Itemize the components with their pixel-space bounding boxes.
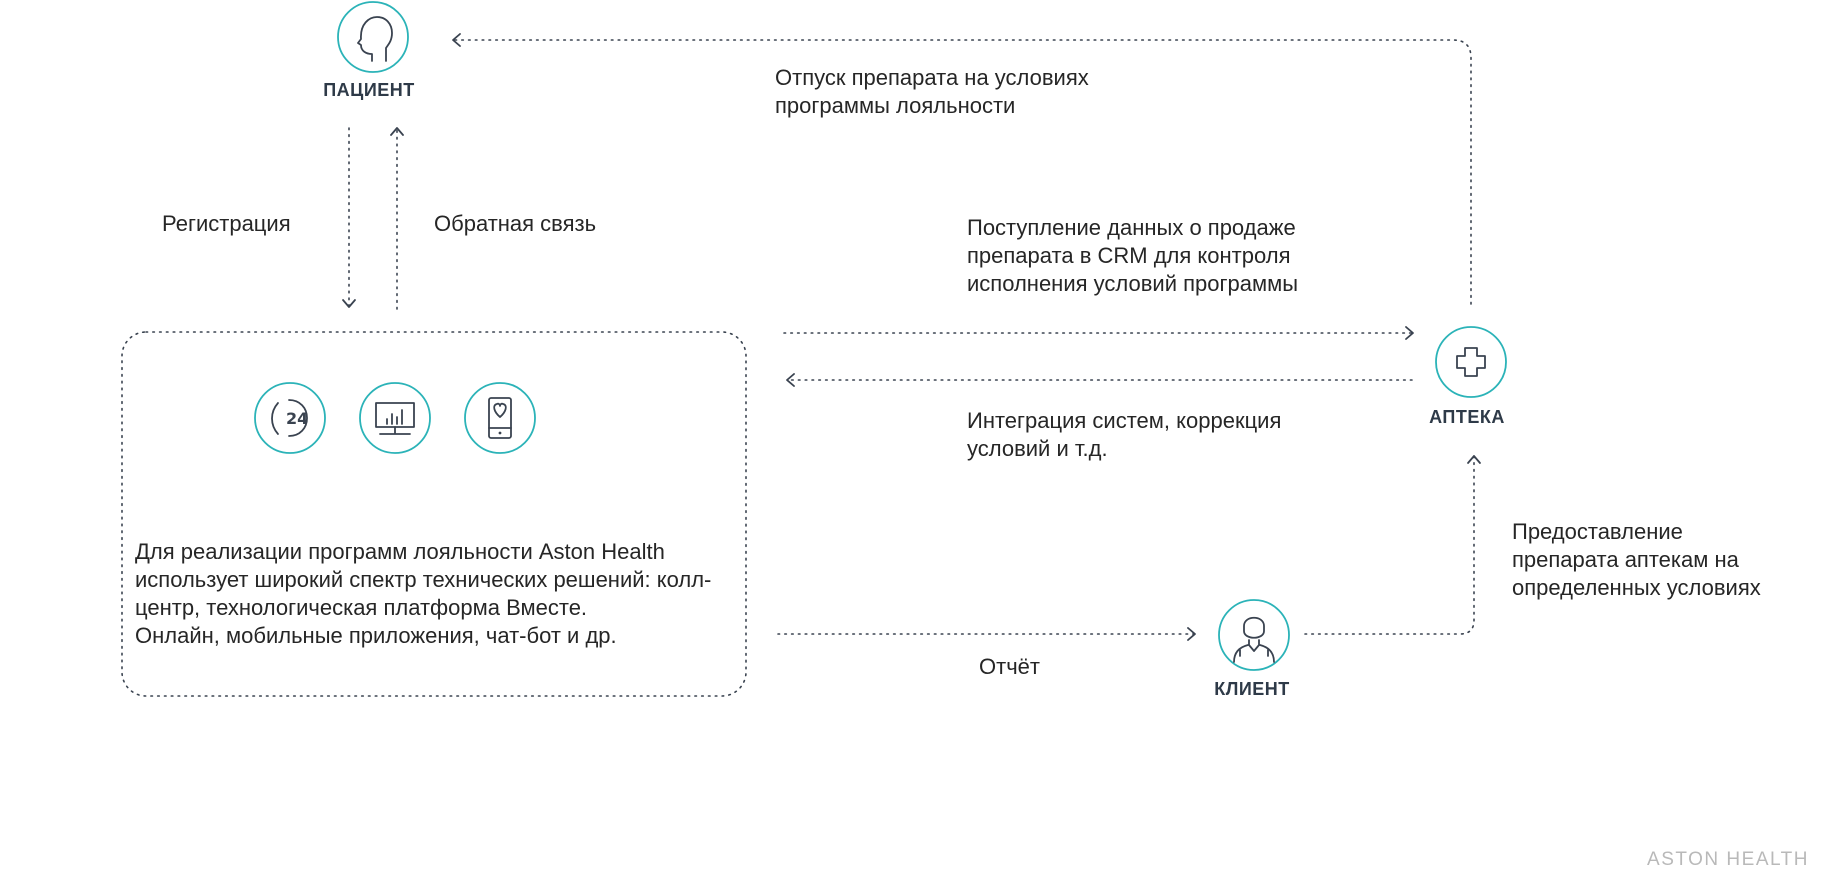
pharmacy-node <box>1435 326 1507 398</box>
patient-head-icon <box>357 16 393 62</box>
medical-cross-icon <box>1456 347 1486 377</box>
patient-node <box>337 1 409 73</box>
pharmacy-label: АПТЕКА <box>1429 407 1505 427</box>
integration-label: Интеграция систем, коррекция условий и т… <box>967 408 1282 461</box>
connector-report <box>777 627 1196 641</box>
connector-sales-data <box>783 326 1414 340</box>
sales-data-label: Поступление данных о продаже препарата в… <box>967 215 1299 296</box>
supply-label: Предоставление препарата аптекам на опре… <box>1512 519 1761 600</box>
patient-label: ПАЦИЕНТ <box>323 80 415 100</box>
client-label: КЛИЕНТ <box>1214 679 1290 699</box>
feedback-label: Обратная связь <box>434 211 597 236</box>
dispense-label: Отпуск препарата на условиях программы л… <box>775 65 1089 118</box>
mobile-heart-icon <box>464 382 536 454</box>
report-label: Отчёт <box>979 654 1040 679</box>
registration-label: Регистрация <box>162 211 291 236</box>
connector-pharmacy-to-patient <box>452 33 1472 305</box>
connector-client-to-pharmacy <box>1304 455 1481 635</box>
connector-feedback <box>390 127 404 310</box>
client-node <box>1218 599 1290 671</box>
platform-container <box>121 331 747 697</box>
connector-integration <box>786 373 1413 387</box>
platform-description: Для реализации программ лояльности Aston… <box>135 539 712 648</box>
watermark: ASTON HEALTH <box>1647 849 1809 870</box>
connector-registration <box>342 127 356 308</box>
analytics-monitor-icon <box>359 382 431 454</box>
callcenter-24-icon: 24 <box>254 382 326 454</box>
svg-text:24: 24 <box>286 409 308 428</box>
doctor-icon <box>1233 616 1275 663</box>
